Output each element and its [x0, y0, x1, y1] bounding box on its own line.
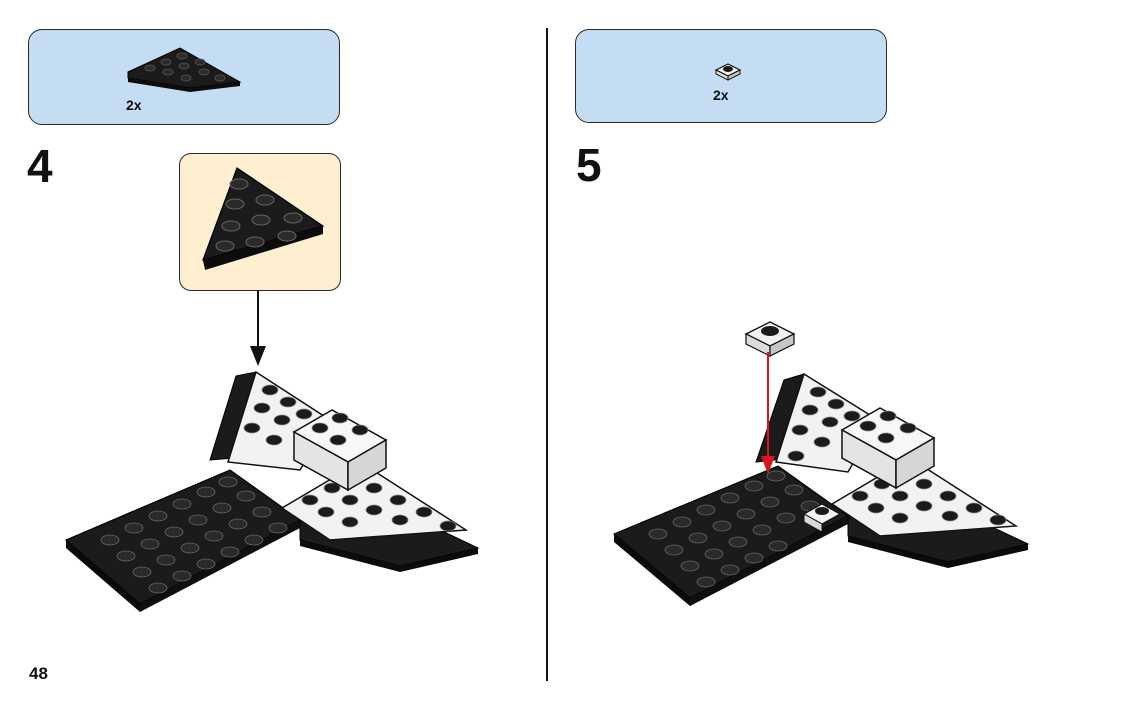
page-divider — [546, 28, 548, 681]
plate-1x1-part-icon — [714, 63, 742, 81]
step-5-number: 5 — [576, 139, 602, 191]
plate-1x1-floating — [744, 321, 796, 357]
wedge-plate-part-icon — [127, 47, 242, 92]
page-number: 48 — [29, 664, 48, 683]
step-4-number: 4 — [27, 140, 53, 192]
step-5-red-arrow — [761, 352, 775, 474]
wedge-plate-callout-icon — [202, 167, 325, 270]
step-5-part-quantity: 2x — [713, 87, 729, 103]
step-4-part-quantity: 2x — [126, 97, 142, 113]
step-5-assembly — [612, 372, 1030, 606]
step-4-assembly — [64, 370, 480, 612]
step-4-down-arrow — [250, 290, 266, 366]
